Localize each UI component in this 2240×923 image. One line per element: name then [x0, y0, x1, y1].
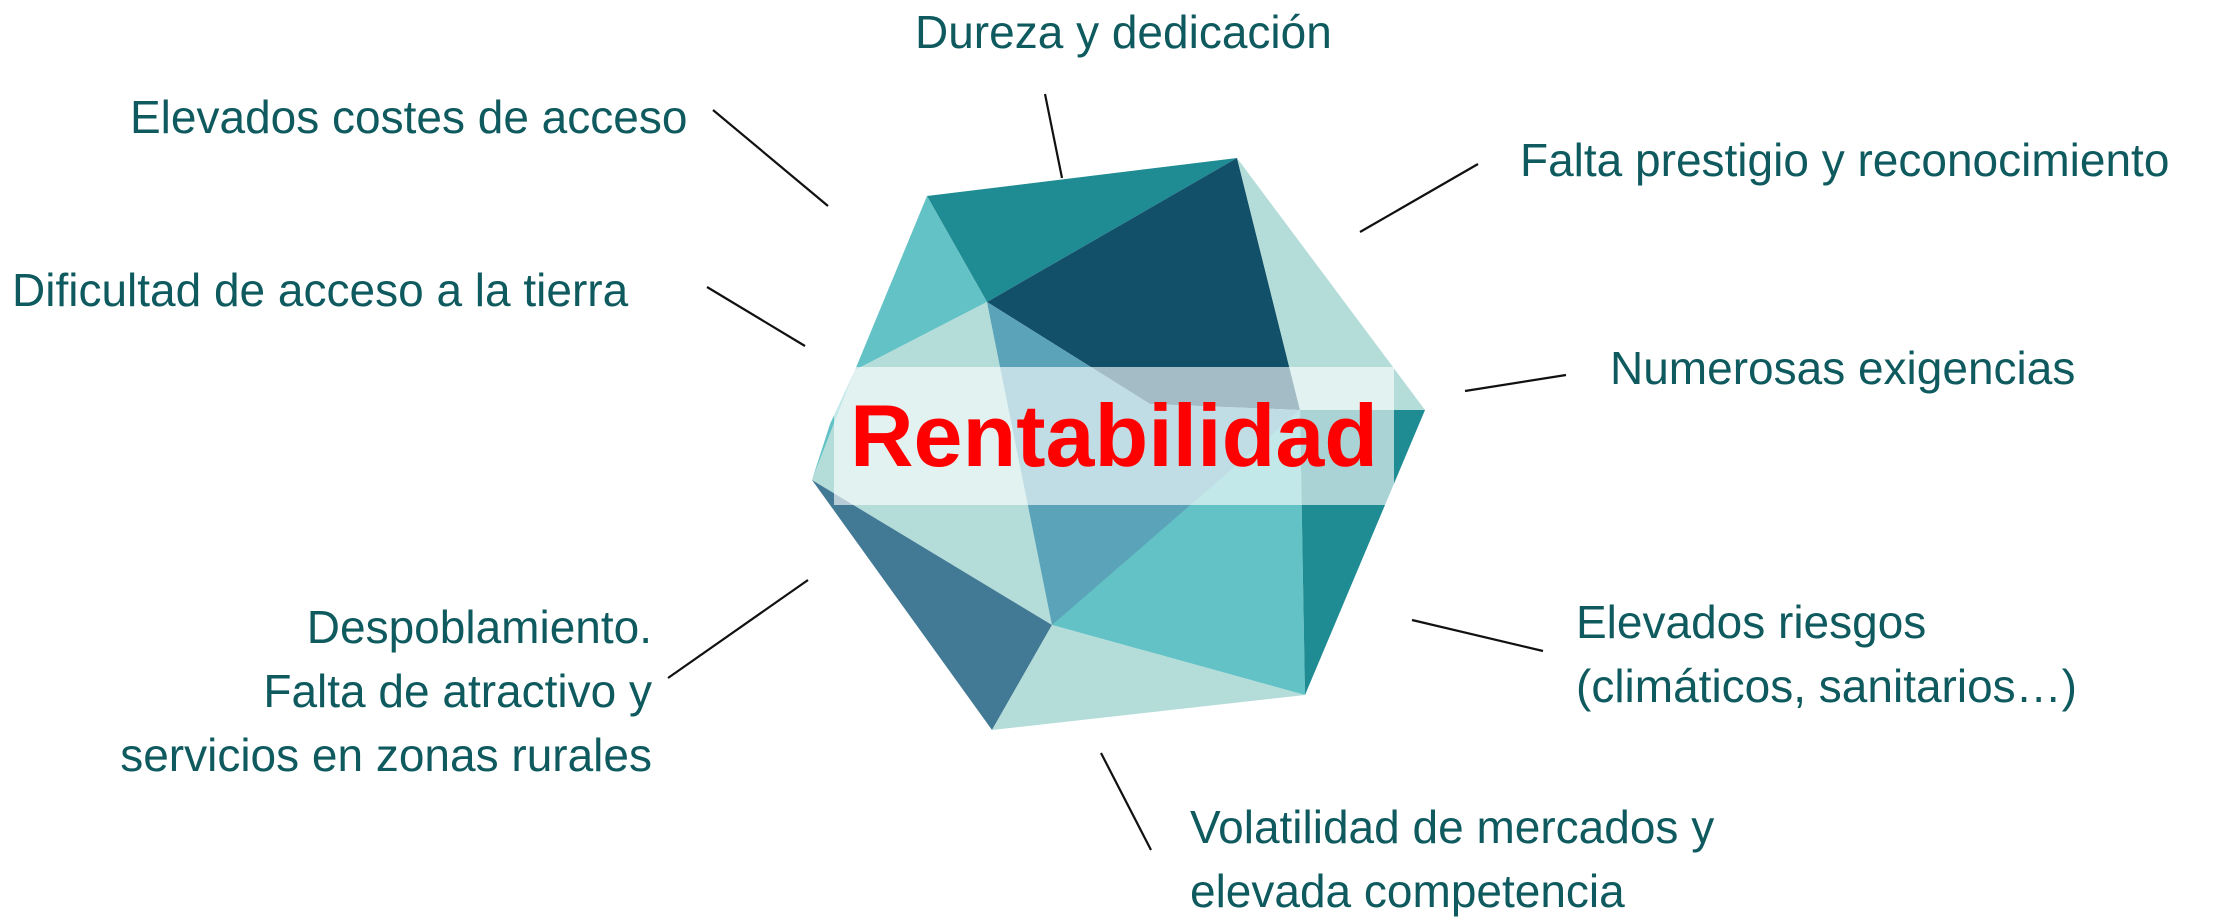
label-costes: Elevados costes de acceso — [130, 91, 688, 143]
facet-top-teal — [927, 158, 1237, 302]
polyhedron — [812, 158, 1425, 730]
connector-volatilidad — [1100, 752, 1152, 851]
facet-right-pale — [1237, 158, 1425, 410]
label-dureza: Dureza y dedicación — [915, 6, 1332, 58]
facet-bottom-slate — [812, 480, 1052, 730]
facet-bottom-pale — [992, 625, 1305, 730]
connector-costes — [712, 109, 829, 207]
connector-dureza — [1043, 93, 1064, 179]
label-riesgos-line-1: Elevados riesgos — [1576, 596, 1927, 648]
label-riesgos-line-2: (climáticos, sanitarios…) — [1576, 660, 2077, 712]
facet-left-light — [855, 196, 987, 370]
connector-exigencias — [1464, 373, 1567, 393]
label-despoblamiento-line-1: Despoblamiento. — [306, 601, 652, 653]
label-despoblamiento-line-3: servicios en zonas rurales — [120, 729, 652, 781]
connector-prestigio — [1359, 163, 1479, 233]
label-tierra: Dificultad de acceso a la tierra — [12, 264, 629, 316]
label-despoblamiento-line-2: Falta de atractivo y — [263, 665, 652, 717]
label-despoblamiento: Despoblamiento. Falta de atractivo y ser… — [60, 595, 652, 787]
center-title-text: Rentabilidad — [849, 386, 1379, 485]
label-prestigio: Falta prestigio y reconocimiento — [1520, 134, 2170, 186]
label-volatilidad-line-2: elevada competencia — [1190, 865, 1625, 917]
label-volatilidad-line-1: Volatilidad de mercados y — [1190, 801, 1715, 853]
label-riesgos: Elevados riesgos (climáticos, sanitarios… — [1576, 590, 2077, 718]
facet-top-dark — [987, 158, 1300, 410]
title-band — [834, 367, 1394, 505]
connectors — [667, 93, 1567, 851]
connector-despoblamiento — [667, 579, 809, 679]
center-title: Rentabilidad — [834, 367, 1394, 505]
connector-tierra — [706, 286, 806, 347]
label-volatilidad: Volatilidad de mercados y elevada compet… — [1190, 795, 1714, 923]
label-exigencias: Numerosas exigencias — [1610, 342, 2076, 394]
connector-riesgos — [1411, 618, 1544, 653]
